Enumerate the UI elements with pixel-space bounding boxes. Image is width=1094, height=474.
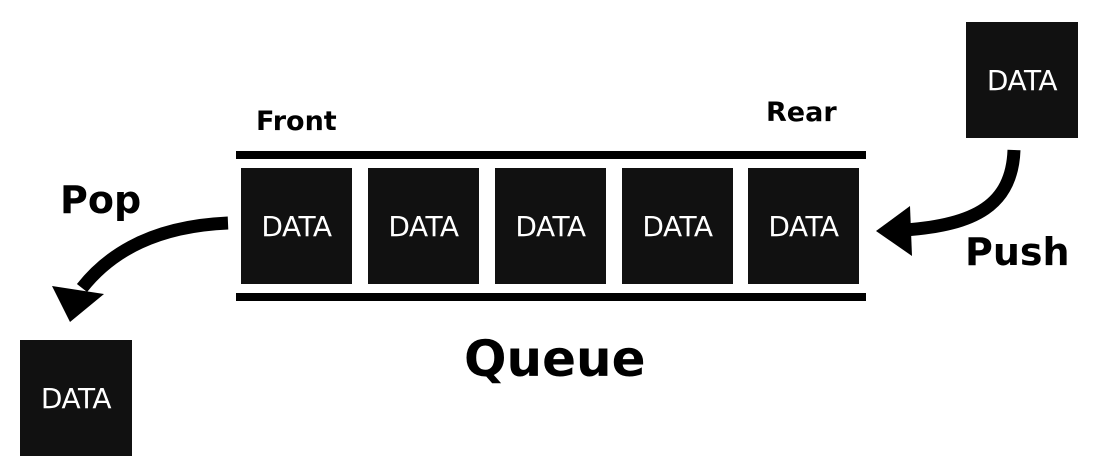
queue-cell: DATA bbox=[241, 168, 352, 284]
front-label: Front bbox=[256, 106, 337, 137]
pop-arrow-icon bbox=[52, 216, 229, 322]
queue-cell-label: DATA bbox=[261, 209, 332, 243]
queue-cell-label: DATA bbox=[515, 209, 586, 243]
queue-cell-label: DATA bbox=[388, 209, 459, 243]
queue-cell: DATA bbox=[495, 168, 606, 284]
queue-cell: DATA bbox=[622, 168, 733, 284]
outgoing-data-label: DATA bbox=[40, 381, 112, 415]
incoming-data-box: DATA bbox=[966, 22, 1078, 138]
queue-bottom-rail bbox=[236, 293, 866, 301]
outgoing-data-box: DATA bbox=[20, 340, 132, 456]
push-label: Push bbox=[965, 230, 1070, 274]
queue-top-rail bbox=[236, 151, 866, 159]
queue-cell-label: DATA bbox=[642, 209, 713, 243]
queue-cell: DATA bbox=[748, 168, 859, 284]
push-arrow-icon bbox=[876, 149, 1021, 256]
rear-label: Rear bbox=[766, 97, 837, 128]
pop-label: Pop bbox=[60, 178, 142, 222]
queue-cell-label: DATA bbox=[768, 209, 839, 243]
incoming-data-label: DATA bbox=[986, 63, 1058, 97]
queue-cell: DATA bbox=[368, 168, 479, 284]
queue-title: Queue bbox=[464, 330, 646, 388]
